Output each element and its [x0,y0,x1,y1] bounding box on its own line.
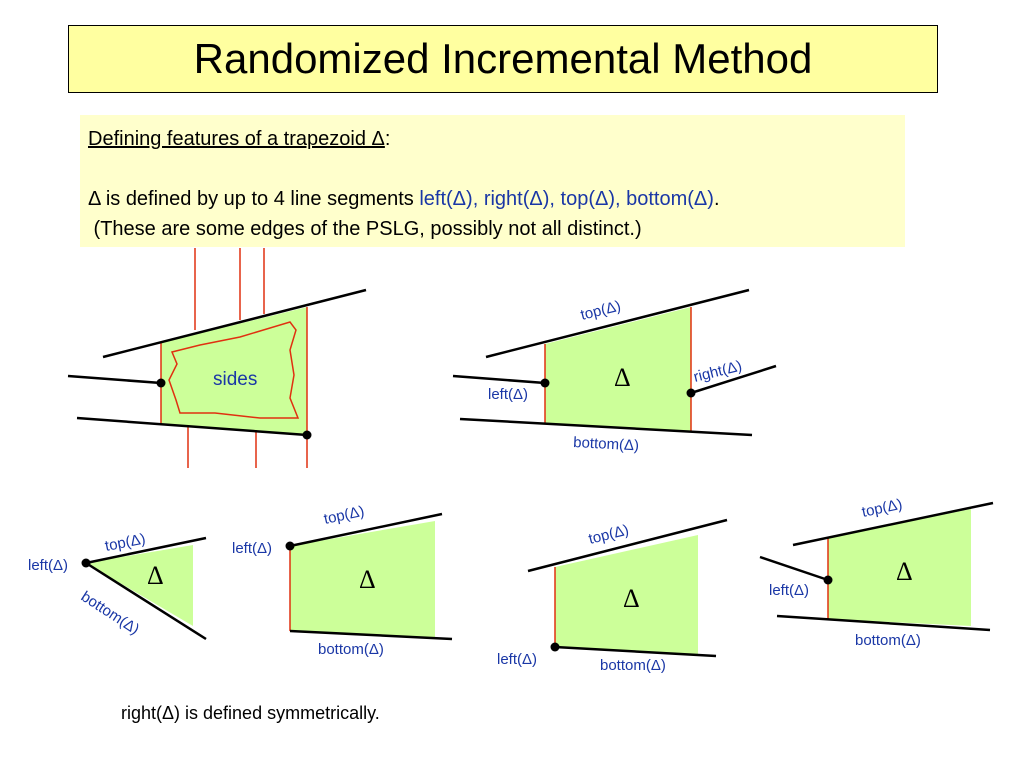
segment-line [554,645,717,658]
segment-line [759,555,829,582]
vertex-point [540,378,550,388]
trapezoid-fill [86,545,193,626]
segment-line [690,364,777,395]
left-label: left(Δ) [488,386,528,403]
top-label: top(Δ) [587,521,631,547]
footnote: right(Δ) is defined symmetrically. [121,703,380,723]
diagram-sides: sides [67,248,367,468]
segment-line [776,614,991,632]
vertex-point [302,430,312,440]
segment-line [289,629,453,641]
bottom-label: bottom(Δ) [318,641,384,658]
diagram-left-bottom: Δ top(Δ) left(Δ) bottom(Δ) [497,518,728,674]
definition-line2-terms: left(Δ), right(Δ), top(Δ), bottom(Δ) [419,188,714,210]
page-title: Randomized Incremental Method [193,35,813,82]
top-label: top(Δ) [860,496,904,521]
definition-line-2: Δ is defined by up to 4 line segments le… [88,184,905,214]
segment-line [452,374,546,385]
top-label: top(Δ) [322,503,366,528]
segment-line [85,561,207,641]
segment-line [527,518,728,573]
trapezoid-fill [828,509,971,626]
trapezoid-fill [545,307,691,432]
definition-line2-end: . [713,188,720,210]
segment-line [102,288,367,359]
segment-line [67,374,162,385]
segment-line [459,417,753,437]
left-label: left(Δ) [232,540,272,557]
delta-symbol: Δ [896,557,913,586]
vertex-point [823,575,833,585]
segment-line [85,536,207,565]
delta-symbol: Δ [359,565,376,594]
definition-heading-line: Defining features of a trapezoid Δ: [88,124,905,154]
title-box: Randomized Incremental Method [68,25,938,93]
trapezoid-fill [555,535,698,654]
delta-symbol: Δ [623,584,640,613]
trapezoid-fill [290,521,435,638]
definition-heading: Defining features of a trapezoid Δ [88,128,385,150]
vertex-point [285,541,295,551]
definition-line-3: (These are some edges of the PSLG, possi… [88,218,642,240]
segment-line [289,512,443,548]
left-label: left(Δ) [769,582,809,599]
diagram-left-middle: Δ top(Δ) left(Δ) bottom(Δ) [759,496,994,649]
definition-box: Defining features of a trapezoid Δ: Δ is… [80,115,905,247]
delta-symbol: Δ [614,363,631,392]
segment-line [76,416,308,437]
right-label: right(Δ) [692,357,744,385]
diagram-left-top: Δ top(Δ) left(Δ) bottom(Δ) [232,503,453,658]
sides-label: sides [213,369,257,390]
bottom-label: bottom(Δ) [855,632,921,649]
definition-line2-prefix: Δ is defined by up to 4 line segments [88,188,420,210]
delta-symbol: Δ [147,561,164,590]
vertex-point [156,378,166,388]
bottom-label: bottom(Δ) [600,657,666,674]
vertex-point [686,388,696,398]
vertex-point [81,558,91,568]
trapezoid-fill [161,307,307,435]
vertex-point [550,642,560,652]
diagram-triangle: Δ top(Δ) left(Δ) bottom(Δ) [28,530,207,641]
bottom-label: bottom(Δ) [78,588,143,638]
left-label: left(Δ) [497,651,537,668]
bottom-label: bottom(Δ) [573,434,640,454]
top-label: top(Δ) [579,297,623,323]
segment-line [485,288,750,359]
definition-heading-colon: : [384,128,391,150]
diagram-full-trapezoid: Δ top(Δ) left(Δ) right(Δ) bottom(Δ) [452,288,777,454]
sides-outline [168,321,300,419]
left-label: left(Δ) [28,557,68,574]
segment-line [792,501,994,547]
